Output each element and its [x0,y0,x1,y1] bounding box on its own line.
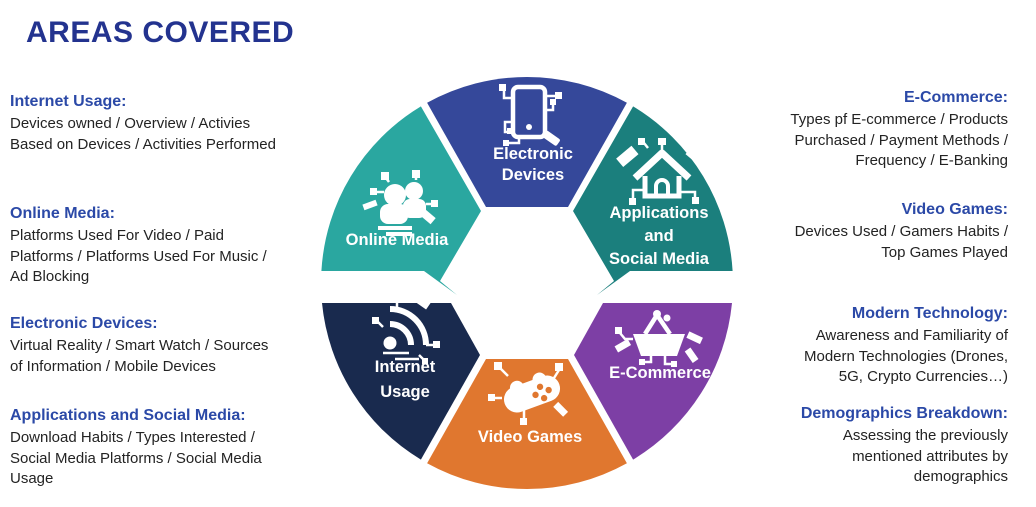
segment-electronic-devices [427,76,627,207]
text-line: Purchased / Payment Methods / [794,131,1008,149]
text-line: Based on Devices / Activities Performed [10,135,276,153]
electronic-devices-icon [499,84,562,146]
text-line: Frequency / E-Banking [855,152,1008,169]
page-title: AREAS COVERED [26,16,295,49]
block-heading: Online Media: [10,205,115,222]
block-heading: Demographics Breakdown: [800,405,1008,422]
block-heading: Applications and Social Media: [10,407,246,424]
segment-label: Electronic [493,145,573,163]
text-line: Virtual Reality / Smart Watch / Sources [10,337,269,354]
block-body: Devices Used / Gamers Habits / Top Games … [740,222,1008,263]
block-heading: Video Games: [901,201,1008,218]
block-body: Virtual Reality / Smart Watch / Sources o… [10,336,330,377]
segment-label: Video Games [478,428,582,446]
video-games-icon [488,362,569,425]
left-block-internet-usage: Internet Usage: Devices owned / Overview… [10,92,330,155]
block-body: Awareness and Familiarity of Modern Techn… [740,326,1008,388]
block-heading: Modern Technology: [851,305,1008,322]
online-media-icon [362,170,438,236]
right-block-modern-technology: Modern Technology: Awareness and Familia… [740,304,1008,388]
segment-label: Social Media [609,250,710,268]
block-heading: E-Commerce: [903,89,1008,106]
block-heading: Internet Usage: [10,93,127,110]
segment-e-commerce [574,303,732,460]
text-line: Awareness and Familiarity of [815,327,1008,344]
segment-label: Applications [609,204,708,222]
right-block-video-games: Video Games: Devices Used / Gamers Habit… [740,200,1008,263]
applications-social-media-icon [616,138,708,205]
text-line: Top Games Played [881,243,1008,261]
text-line: Social Media Platforms / Social Media [10,449,262,467]
text-line: Usage [10,470,54,487]
right-block-demographics-breakdown: Demographics Breakdown: Assessing the pr… [740,404,1008,488]
segment-applications-social-media [573,106,733,296]
block-heading: Electronic Devices: [10,315,158,332]
block-body: Download Habits / Types Interested / Soci… [10,428,330,490]
text-line: of Information / Mobile Devices [10,357,216,375]
segment-label: Usage [380,383,430,401]
text-line: Types pf E-commerce / Products [790,111,1008,128]
block-body: Assessing the previously mentioned attrib… [740,426,1008,488]
segment-video-games [427,359,627,490]
segment-label: and [644,227,673,245]
left-block-electronic-devices: Electronic Devices: Virtual Reality / Sm… [10,314,330,377]
text-line: Assessing the previously [842,427,1008,444]
segment-label: Online Media [346,231,450,249]
text-line: Platforms Used For Video / Paid [10,227,224,244]
text-line: 5G, Crypto Currencies…) [838,368,1008,385]
e-commerce-icon [614,310,703,367]
text-line: demographics [913,468,1008,485]
segment-label: Devices [502,166,564,184]
right-block-e-commerce: E-Commerce: Types pf E-commerce / Produc… [740,88,1008,172]
internet-usage-icon [372,293,440,364]
segment-label: Internet [375,358,436,376]
text-line: Devices owned / Overview / Activies [10,115,251,132]
text-line: Devices Used / Gamers Habits / [794,223,1008,240]
text-line: Platforms / Platforms Used For Music / [10,247,267,265]
left-block-online-media: Online Media: Platforms Used For Video /… [10,204,330,288]
text-line: mentioned attributes by [852,447,1008,465]
text-line: Download Habits / Types Interested / [10,429,255,446]
segment-label: E-Commerce [609,364,711,382]
text-line: Modern Technologies (Drones, [803,347,1008,365]
left-block-applications-social-media: Applications and Social Media: Download … [10,406,330,490]
text-line: Ad Blocking [10,268,90,285]
segment-internet-usage [322,303,480,460]
